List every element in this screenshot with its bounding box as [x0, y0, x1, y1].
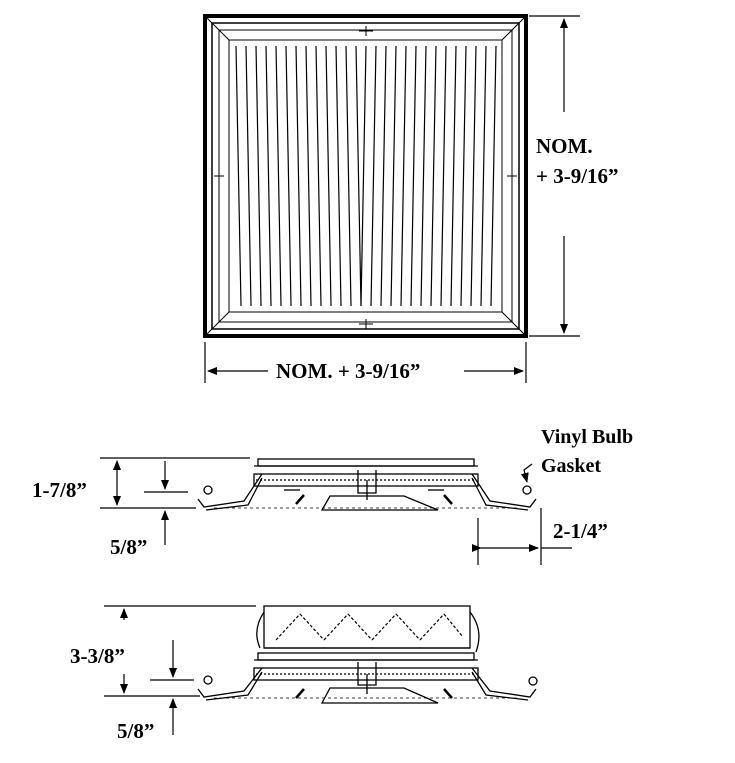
filter-pleat [395, 613, 421, 641]
louver-blade [335, 45, 342, 307]
section-a-grille [197, 458, 537, 511]
louver-blade [360, 45, 367, 307]
louver-blade [275, 45, 282, 307]
louver-blade [490, 45, 497, 307]
louver-blade [235, 45, 242, 307]
louver-blade [295, 45, 302, 307]
screw-marks [214, 26, 517, 329]
top-view-grille [203, 14, 528, 338]
gasket-label-line1: Vinyl Bulb [541, 426, 633, 448]
side-dim-label-line2: + 3-9/16” [536, 164, 619, 188]
louver-blade [420, 45, 427, 307]
flange-b-label: 5/8” [117, 719, 154, 743]
height-a-label: 1-7/8” [32, 478, 87, 502]
filter-pleat [299, 613, 325, 641]
side-dim-label-line1: NOM. [536, 134, 593, 158]
louver-blade [460, 45, 467, 307]
louver-blade [440, 45, 447, 307]
filter-pleat [419, 613, 445, 641]
section-a-dimensions [100, 457, 572, 565]
louver-blade [370, 45, 377, 307]
louver-blade [265, 45, 272, 307]
louver-blade [400, 45, 407, 307]
louver-blade [430, 45, 437, 307]
louver-blade [355, 45, 362, 307]
louver-blade [305, 45, 312, 307]
height-b-label: 3-3/8” [70, 644, 125, 668]
louver-blade [390, 45, 397, 307]
filter-pleat [323, 613, 349, 641]
louver-blade [345, 45, 352, 307]
filter-pleat [347, 613, 373, 641]
louver-blades [235, 45, 497, 307]
louver-blade [480, 45, 487, 307]
flange-a-label: 5/8” [110, 535, 147, 559]
louver-blade [380, 45, 387, 307]
louver-blade [285, 45, 292, 307]
side-dimension-line [529, 15, 580, 337]
bottom-dim-label: NOM. + 3-9/16” [276, 359, 420, 383]
bottom-dimension-line [204, 342, 527, 383]
louver-blade [470, 45, 477, 307]
extension-label: 2-1/4” [553, 519, 608, 543]
section-b-dimensions [104, 605, 256, 735]
louver-blade [255, 45, 262, 307]
filter-media [275, 613, 463, 641]
louver-blade [410, 45, 417, 307]
filter-pleat [371, 613, 397, 641]
filter-pleat [443, 613, 463, 637]
louver-blade [245, 45, 252, 307]
louver-blade [325, 45, 332, 307]
gasket-leader [520, 463, 533, 483]
gasket-label-line2: Gasket [541, 455, 601, 477]
louver-blade [450, 45, 457, 307]
louver-blade [315, 45, 322, 307]
section-b-grille [197, 605, 538, 704]
filter-pleat [275, 613, 301, 641]
